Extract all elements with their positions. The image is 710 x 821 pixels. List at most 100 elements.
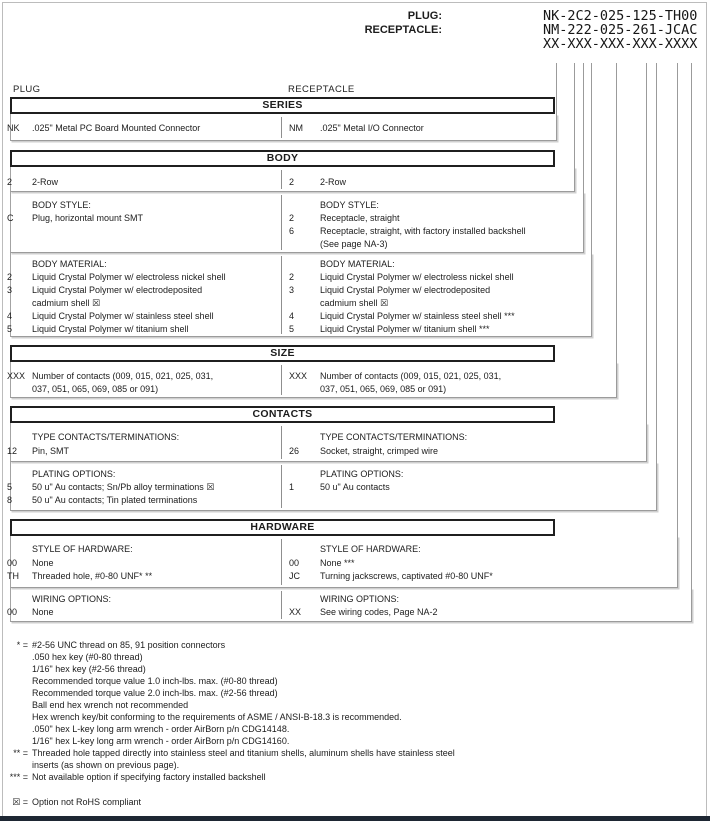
- footnote-text: 1/16" hex L-key long arm wrench - order …: [32, 736, 290, 746]
- subsection-box: [10, 253, 592, 337]
- option-text: 2-Row: [320, 177, 347, 187]
- option-code: 12: [7, 446, 18, 456]
- receptacle-column-label: RECEPTACLE: [288, 84, 355, 95]
- option-code: XX: [289, 607, 302, 617]
- footnote-line: Ball end hex wrench not recommended: [4, 699, 188, 711]
- option-text: Liquid Crystal Polymer w/ titanium shell: [32, 324, 189, 334]
- footnote-marker: [4, 735, 28, 747]
- subsection-box: [10, 167, 575, 192]
- section-band-contacts: CONTACTS: [10, 406, 555, 423]
- option-code: 2: [289, 177, 295, 187]
- option-code: NK: [7, 123, 20, 133]
- subsection-heading: WIRING OPTIONS:: [320, 594, 400, 604]
- option-text: None: [32, 558, 54, 568]
- subsection-box: [10, 536, 678, 588]
- footnote-text: 1/16" hex key (#2-56 thread): [32, 664, 146, 674]
- part-number-connector-line: [574, 63, 575, 167]
- section-band-body: BODY: [10, 150, 555, 167]
- footnote-line: .050" hex L-key long arm wrench - order …: [4, 723, 289, 735]
- footnote-text: Hex wrench key/bit conforming to the req…: [32, 712, 402, 722]
- option-text: .025" Metal PC Board Mounted Connector: [32, 123, 201, 133]
- option-text: Liquid Crystal Polymer w/ stainless stee…: [32, 311, 214, 321]
- option-text: Number of contacts (009, 015, 021, 025, …: [320, 371, 502, 381]
- column-divider: [281, 170, 282, 189]
- option-text: 50 u" Au contacts; Sn/Pb alloy terminati…: [32, 482, 215, 492]
- option-code: 00: [7, 558, 18, 568]
- part-number-connector-line: [591, 63, 592, 253]
- footnote-line: Hex wrench key/bit conforming to the req…: [4, 711, 402, 723]
- option-text: Liquid Crystal Polymer w/ electroless ni…: [320, 272, 514, 282]
- subsection-heading: STYLE OF HARDWARE:: [32, 544, 133, 554]
- option-text: None: [32, 607, 54, 617]
- subsection-box: [10, 192, 584, 253]
- option-text: Threaded hole, #0-80 UNF* **: [32, 571, 153, 581]
- column-divider: [281, 365, 282, 395]
- subsection-box: [10, 362, 617, 398]
- option-text: cadmium shell ☒: [32, 298, 101, 308]
- option-code: 5: [7, 482, 13, 492]
- subsection-box: [10, 114, 557, 141]
- option-text: See wiring codes, Page NA-2: [320, 607, 438, 617]
- footnote-line: *** = Not available option if specifying …: [4, 771, 266, 783]
- column-divider: [281, 117, 282, 138]
- option-code: 5: [7, 324, 13, 334]
- option-code: 1: [289, 482, 295, 492]
- footnote-text: Recommended torque value 2.0 inch-lbs. m…: [32, 688, 278, 698]
- footnote-line: inserts (as shown on previous page).: [4, 759, 179, 771]
- option-code: 3: [7, 285, 13, 295]
- subsection-heading: TYPE CONTACTS/TERMINATIONS:: [320, 432, 468, 442]
- footnote-marker: [4, 675, 28, 687]
- subsection-heading: BODY STYLE:: [320, 200, 379, 210]
- footnote-marker: [4, 687, 28, 699]
- footnote-line: 1/16" hex key (#2-56 thread): [4, 663, 146, 675]
- option-text: Pin, SMT: [32, 446, 70, 456]
- option-text: Receptacle, straight: [320, 213, 400, 223]
- receptacle-part-number-label: RECEPTACLE:: [364, 24, 442, 36]
- option-code: TH: [7, 571, 19, 581]
- option-text: Turning jackscrews, captivated #0-80 UNF…: [320, 571, 493, 581]
- footnote-line: 1/16" hex L-key long arm wrench - order …: [4, 735, 289, 747]
- plug-part-number-label: PLUG:: [407, 10, 442, 22]
- footnote-text: Option not RoHS compliant: [32, 797, 142, 807]
- footnote-text: .050 hex key (#0-80 thread): [32, 652, 143, 662]
- option-code: C: [7, 213, 14, 223]
- subsection-heading: WIRING OPTIONS:: [32, 594, 112, 604]
- footnote-marker: *** =: [9, 772, 28, 782]
- option-code: 2: [289, 272, 295, 282]
- option-text: Receptacle, straight, with factory insta…: [320, 226, 526, 236]
- footnote-text: #2-56 UNC thread on 85, 91 position conn…: [32, 640, 226, 650]
- part-number-pattern: XX-XXX-XXX-XXX-XXXX: [543, 36, 698, 52]
- footnote-line: Recommended torque value 2.0 inch-lbs. m…: [4, 687, 278, 699]
- footnote-marker: [4, 699, 28, 711]
- section-band-size: SIZE: [10, 345, 555, 362]
- column-divider: [281, 591, 282, 619]
- footnote-marker: ** =: [13, 748, 28, 758]
- column-divider: [281, 256, 282, 334]
- footnote-marker: [4, 759, 28, 771]
- column-divider: [281, 195, 282, 250]
- plug-part-number-value: NK-2C2-025-125-TH00: [543, 8, 698, 24]
- footer-bar: [0, 816, 710, 821]
- footnote-line: Recommended torque value 1.0 inch-lbs. m…: [4, 675, 278, 687]
- option-text: Liquid Crystal Polymer w/ titanium shell…: [320, 324, 490, 334]
- section-band-series: SERIES: [10, 97, 555, 114]
- subsection-heading: PLATING OPTIONS:: [32, 469, 116, 479]
- option-code: 2: [289, 213, 295, 223]
- option-text: 2-Row: [32, 177, 59, 187]
- footnote-text: .050" hex L-key long arm wrench - order …: [32, 724, 290, 734]
- option-text: Liquid Crystal Polymer w/ electroless ni…: [32, 272, 226, 282]
- footnote-text: Ball end hex wrench not recommended: [32, 700, 189, 710]
- option-text: Liquid Crystal Polymer w/ stainless stee…: [320, 311, 515, 321]
- part-number-connector-line: [616, 63, 617, 362]
- footnote-marker: [4, 663, 28, 675]
- footnote-text: inserts (as shown on previous page).: [32, 760, 180, 770]
- part-number-connector-line: [583, 63, 584, 192]
- footnote-marker: [4, 723, 28, 735]
- receptacle-part-number-value: NM-222-025-261-JCAC: [543, 22, 698, 38]
- subsection-heading: TYPE CONTACTS/TERMINATIONS:: [32, 432, 180, 442]
- option-code: 4: [7, 311, 13, 321]
- option-code: 3: [289, 285, 295, 295]
- option-code: NM: [289, 123, 303, 133]
- footnote-line: * =#2-56 UNC thread on 85, 91 position c…: [4, 639, 225, 651]
- footnote-text: Not available option if specifying facto…: [32, 772, 266, 782]
